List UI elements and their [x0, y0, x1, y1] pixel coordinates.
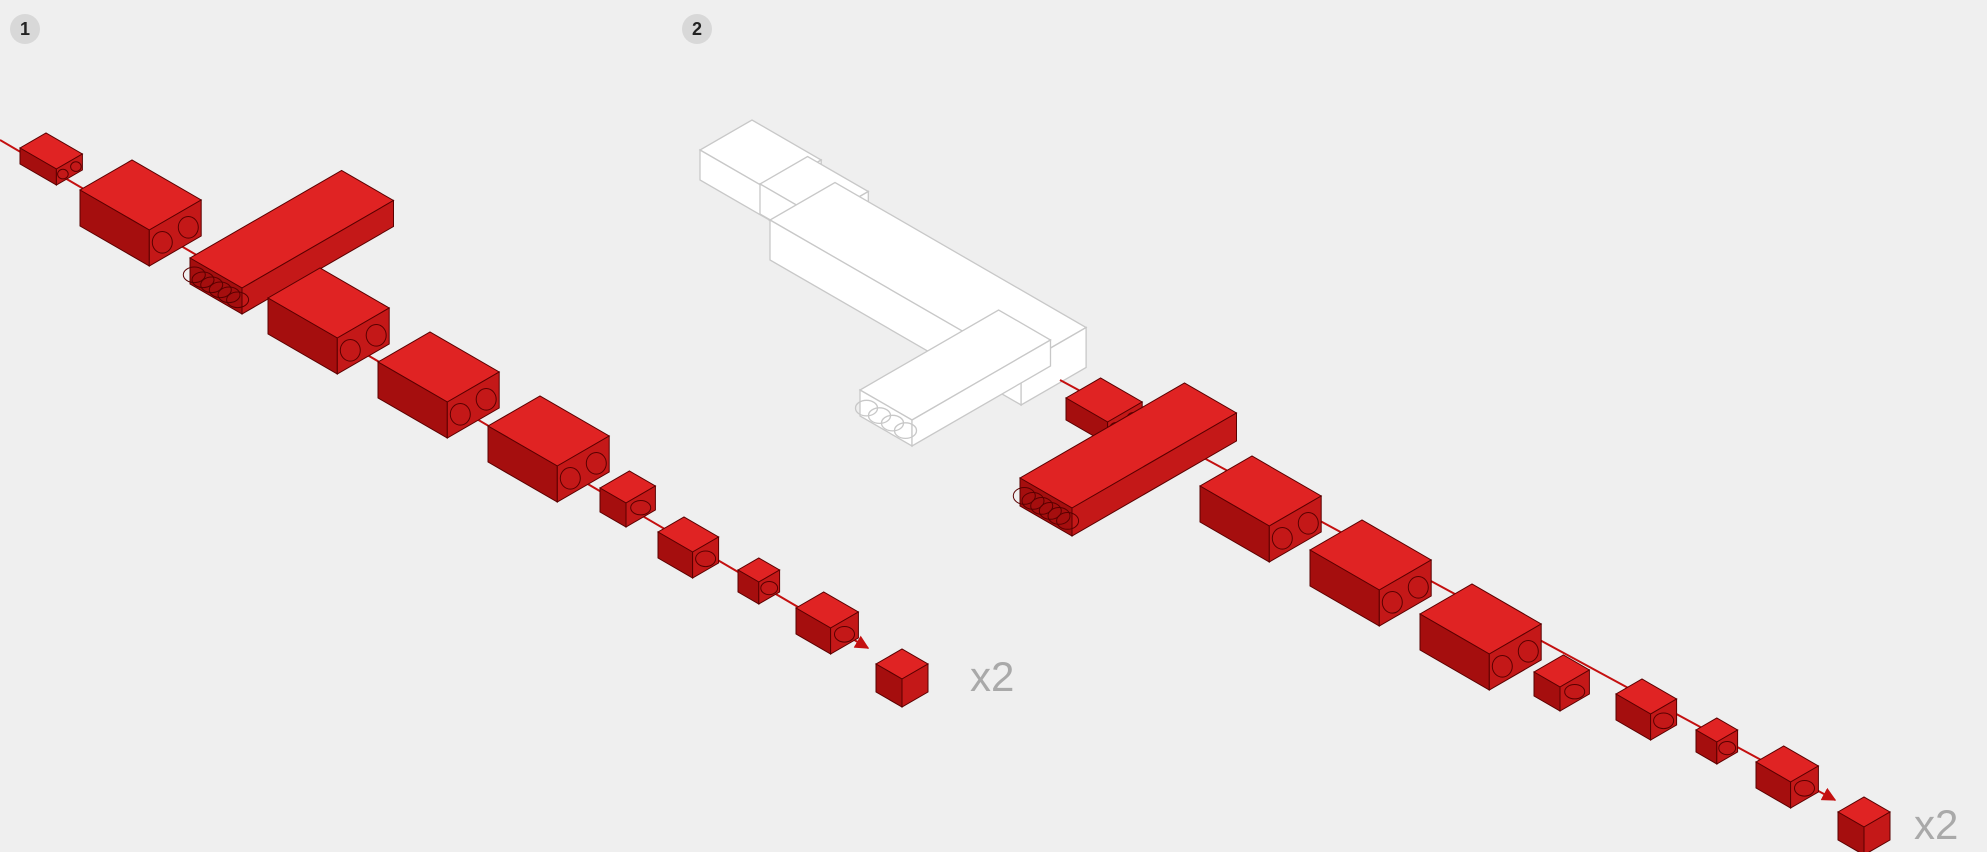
step-2-cube-1x1: [1838, 797, 1890, 852]
step-2-brick-1x2-a: [1200, 456, 1321, 562]
step-2-tile-b: [1756, 746, 1818, 808]
step-1-cube-1x1: [876, 649, 928, 707]
step-1-tile-a: [658, 517, 719, 578]
step-1-small-plate: [20, 133, 82, 185]
step-1-tile-b: [796, 592, 858, 654]
step-1-brick-1x2-a: [80, 160, 201, 266]
step-2-brick-1x2-c: [1420, 584, 1541, 690]
step-2-small-piece: [1696, 718, 1738, 764]
step-2-existing-model: [700, 120, 1086, 446]
step-1-small-piece: [738, 558, 780, 604]
step-2-brick-1x2-b: [1310, 520, 1431, 626]
step-2-tile-a: [1616, 679, 1677, 740]
